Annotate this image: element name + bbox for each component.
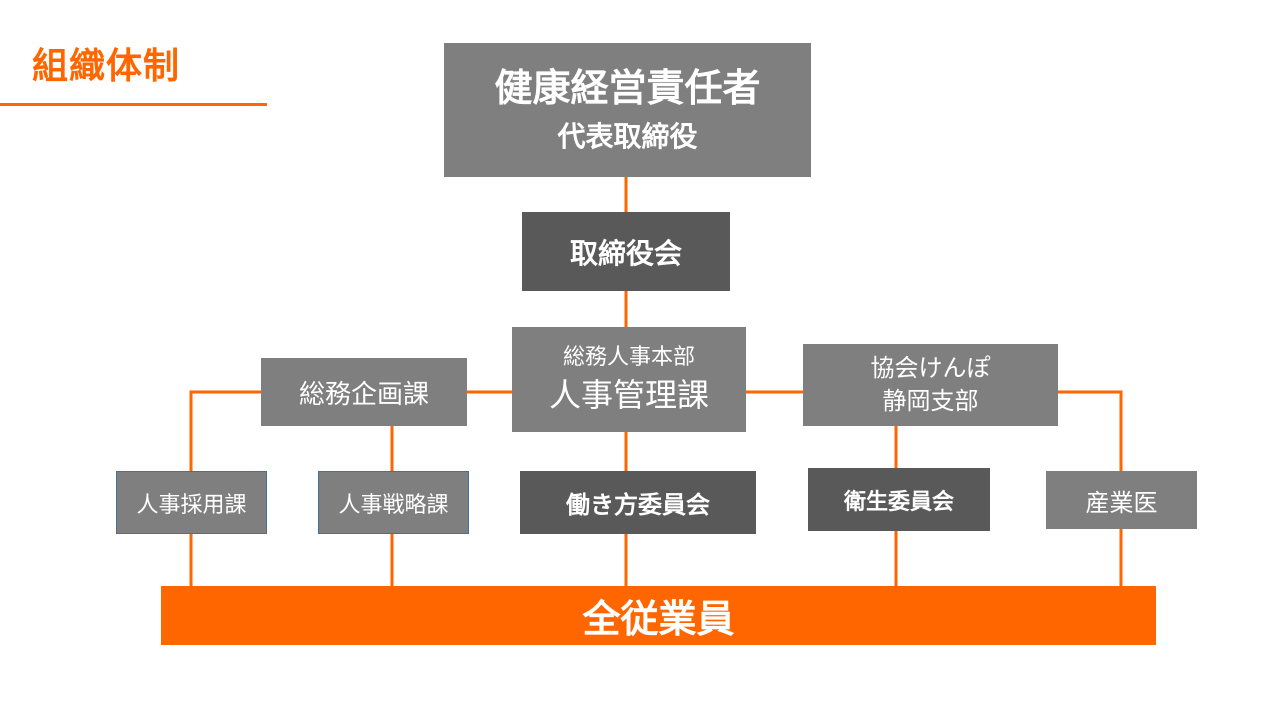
hr-admin-section: 人事管理課 — [548, 375, 709, 414]
general-planning-label: 総務企画課 — [298, 379, 429, 410]
health-manager-box: 健康経営責任者 代表取締役 — [444, 43, 811, 177]
health-committee-label: 衛生委員会 — [843, 489, 954, 515]
recruitment-label: 人事採用課 — [136, 492, 247, 518]
all-employees-label: 全従業員 — [582, 597, 735, 641]
health-manager-role: 代表取締役 — [557, 120, 698, 153]
all-employees-bar: 全従業員 — [161, 586, 1156, 645]
kyokai-kenpo-branch: 静岡支部 — [882, 387, 979, 415]
hr-strategy-label: 人事戦略課 — [338, 492, 449, 518]
occupational-physician-label: 産業医 — [1085, 488, 1158, 517]
health-manager-title: 健康経営責任者 — [494, 66, 761, 110]
page-title: 組織体制 — [32, 45, 181, 87]
line-kenpo-to-physician — [1058, 390, 1123, 471]
work-style-committee-label: 働き方委員会 — [566, 491, 710, 519]
kyokai-kenpo-box: 協会けんぽ 静岡支部 — [803, 344, 1058, 426]
occupational-physician-box: 産業医 — [1046, 471, 1197, 529]
title-underline — [0, 103, 267, 106]
kyokai-kenpo-name: 協会けんぽ — [870, 354, 991, 382]
line-planning-to-recruitment — [189, 390, 261, 471]
hr-admin-box: 総務人事本部 人事管理課 — [512, 327, 746, 432]
health-committee-box: 衛生委員会 — [808, 468, 990, 531]
board-box: 取締役会 — [522, 212, 730, 291]
hr-admin-division: 総務人事本部 — [562, 344, 695, 370]
general-planning-box: 総務企画課 — [261, 358, 467, 426]
work-style-committee-box: 働き方委員会 — [520, 471, 756, 534]
hr-strategy-box: 人事戦略課 — [318, 471, 469, 534]
recruitment-box: 人事採用課 — [116, 471, 267, 534]
board-label: 取締役会 — [569, 236, 682, 270]
